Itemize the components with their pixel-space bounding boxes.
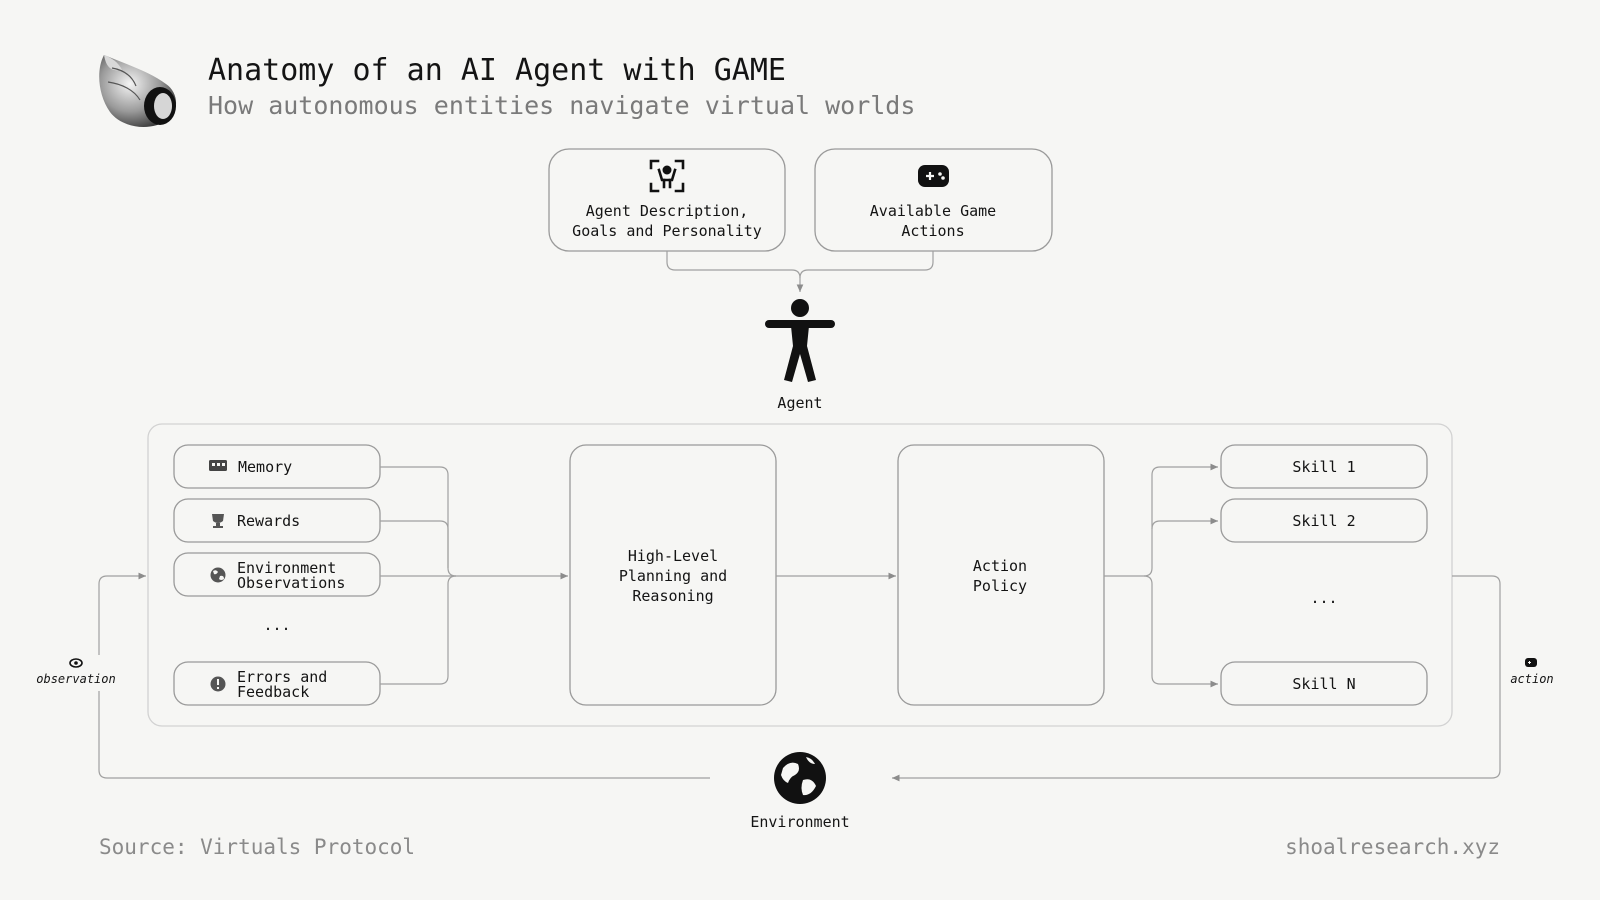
skills-ellipsis: ... xyxy=(1310,589,1337,607)
planning-line3: Reasoning xyxy=(632,587,713,605)
environment-observations-line1: Environment xyxy=(237,559,336,577)
observation-label: observation xyxy=(36,672,115,686)
page-subtitle: How autonomous entities navigate virtual… xyxy=(208,91,915,120)
policy-box: Action Policy xyxy=(897,444,1105,706)
context-connector xyxy=(380,466,568,685)
logo xyxy=(99,55,177,127)
person-icon xyxy=(765,299,835,382)
action-loop-line xyxy=(892,575,1501,782)
planning-line1: High-Level xyxy=(628,547,718,565)
skill-1-label: Skill 1 xyxy=(1292,458,1355,476)
gamepad-icon xyxy=(918,165,949,187)
skill-2-label: Skill 2 xyxy=(1292,512,1355,530)
rewards-label: Rewards xyxy=(237,512,300,530)
policy-line1: Action xyxy=(973,557,1027,575)
agent-profile-icon xyxy=(649,159,685,193)
game-actions-line2: Actions xyxy=(901,222,964,240)
agent-description-line1: Agent Description, xyxy=(586,202,749,220)
planning-box: High-Level Planning and Reasoning xyxy=(569,444,777,706)
site-credit: shoalresearch.xyz xyxy=(1285,835,1500,859)
memory-label: Memory xyxy=(238,458,292,476)
environment-observations-pill: Environment Observations xyxy=(173,552,381,597)
context-ellipsis: ... xyxy=(263,616,290,634)
agent-description-box: Agent Description, Goals and Personality xyxy=(548,148,786,252)
skills-connector xyxy=(1104,463,1218,688)
alert-icon xyxy=(210,676,226,692)
shell-icon xyxy=(99,55,177,127)
planning-line2: Planning and xyxy=(619,567,727,585)
game-actions-box: Available Game Actions xyxy=(814,148,1053,252)
observation-label-bg xyxy=(32,655,120,691)
globe-icon xyxy=(774,752,826,804)
skill-2-pill: Skill 2 xyxy=(1220,498,1428,543)
memory-icon xyxy=(209,460,227,471)
eye-icon xyxy=(69,658,83,668)
rewards-pill: Rewards xyxy=(173,498,381,543)
agent-label: Agent xyxy=(777,394,822,412)
skill-n-label: Skill N xyxy=(1292,675,1355,693)
policy-line2: Policy xyxy=(973,577,1027,595)
environment-label: Environment xyxy=(750,813,849,831)
errors-feedback-line1: Errors and xyxy=(237,668,327,686)
source-credit: Source: Virtuals Protocol xyxy=(99,835,415,859)
trophy-icon xyxy=(212,514,224,528)
agent-description-line2: Goals and Personality xyxy=(572,222,762,240)
small-gamepad-icon xyxy=(1525,658,1537,667)
skill-1-pill: Skill 1 xyxy=(1220,444,1428,489)
action-label: action xyxy=(1510,672,1553,686)
environment-observations-line2: Observations xyxy=(237,574,345,592)
memory-pill: Memory xyxy=(173,444,381,489)
errors-feedback-pill: Errors and Feedback xyxy=(173,661,381,706)
small-globe-icon xyxy=(210,567,226,583)
game-actions-line1: Available Game xyxy=(870,202,996,220)
errors-feedback-line2: Feedback xyxy=(237,683,309,701)
page-title: Anatomy of an AI Agent with GAME xyxy=(208,53,786,88)
agent-core-container xyxy=(147,423,1453,727)
skill-n-pill: Skill N xyxy=(1220,661,1428,706)
inputs-connector xyxy=(666,251,934,292)
